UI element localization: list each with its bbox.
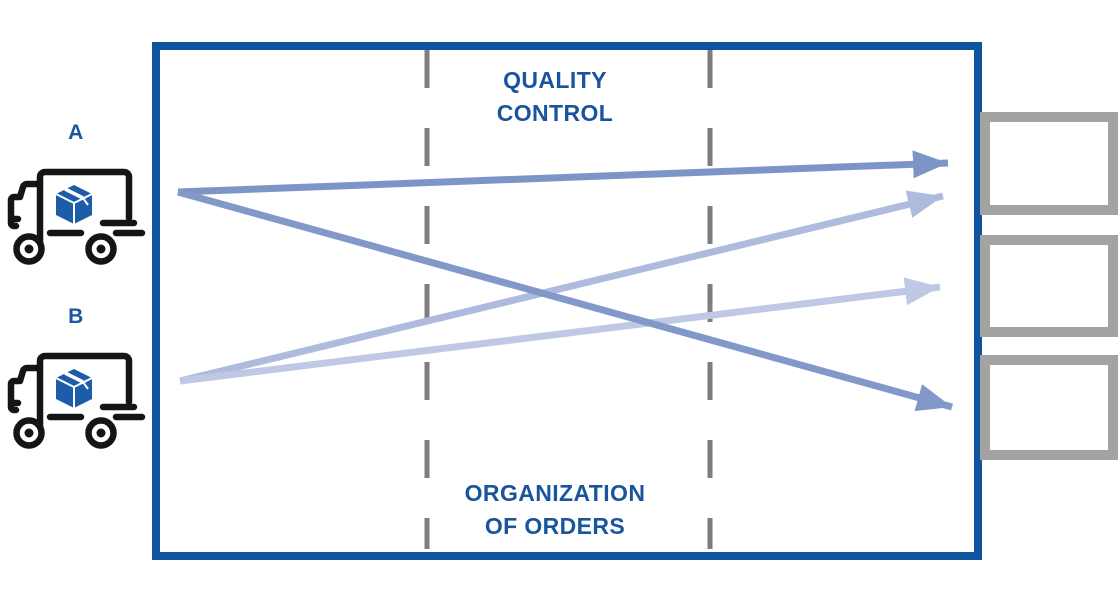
truck-cab — [7, 180, 44, 230]
package-icon — [55, 369, 93, 408]
dock-bay-1 — [980, 112, 1118, 215]
zone-label-line: OF ORDERS — [484, 513, 626, 539]
delivery-truck-icon — [7, 168, 146, 265]
quality-control-zone-label: QUALITY CONTROL — [405, 64, 705, 130]
zone-label-line: ORGANIZATION — [464, 480, 646, 506]
organization-of-orders-zone-label: ORGANIZATION OF ORDERS — [405, 477, 705, 543]
flow-arrow-b-to-dock-2 — [179, 277, 941, 385]
truck-wheel-hub — [96, 428, 106, 438]
zone-label-line: QUALITY — [503, 67, 607, 93]
dock-bay-3 — [980, 355, 1118, 460]
truck-a-group: A — [6, 120, 146, 266]
truck-a-label: A — [68, 121, 84, 144]
truck-wheel-hub — [96, 244, 106, 254]
flow-arrow-a-to-dock-1 — [177, 150, 949, 196]
delivery-truck-icon — [7, 352, 146, 449]
flow-arrow-a-to-dock-3 — [177, 188, 953, 412]
package-icon — [55, 185, 93, 224]
truck-wheel-hub — [24, 428, 34, 438]
truck-cargo-box — [36, 168, 133, 246]
truck-b-label: B — [68, 305, 84, 328]
truck-cab — [7, 364, 44, 414]
dock-bay-2 — [980, 235, 1118, 337]
truck-wheel-hub — [24, 244, 34, 254]
flow-arrow-b-to-dock-1 — [179, 190, 944, 385]
zone-label-line: CONTROL — [496, 100, 614, 126]
truck-cargo-box — [36, 352, 133, 430]
truck-b-group: B — [6, 304, 146, 450]
